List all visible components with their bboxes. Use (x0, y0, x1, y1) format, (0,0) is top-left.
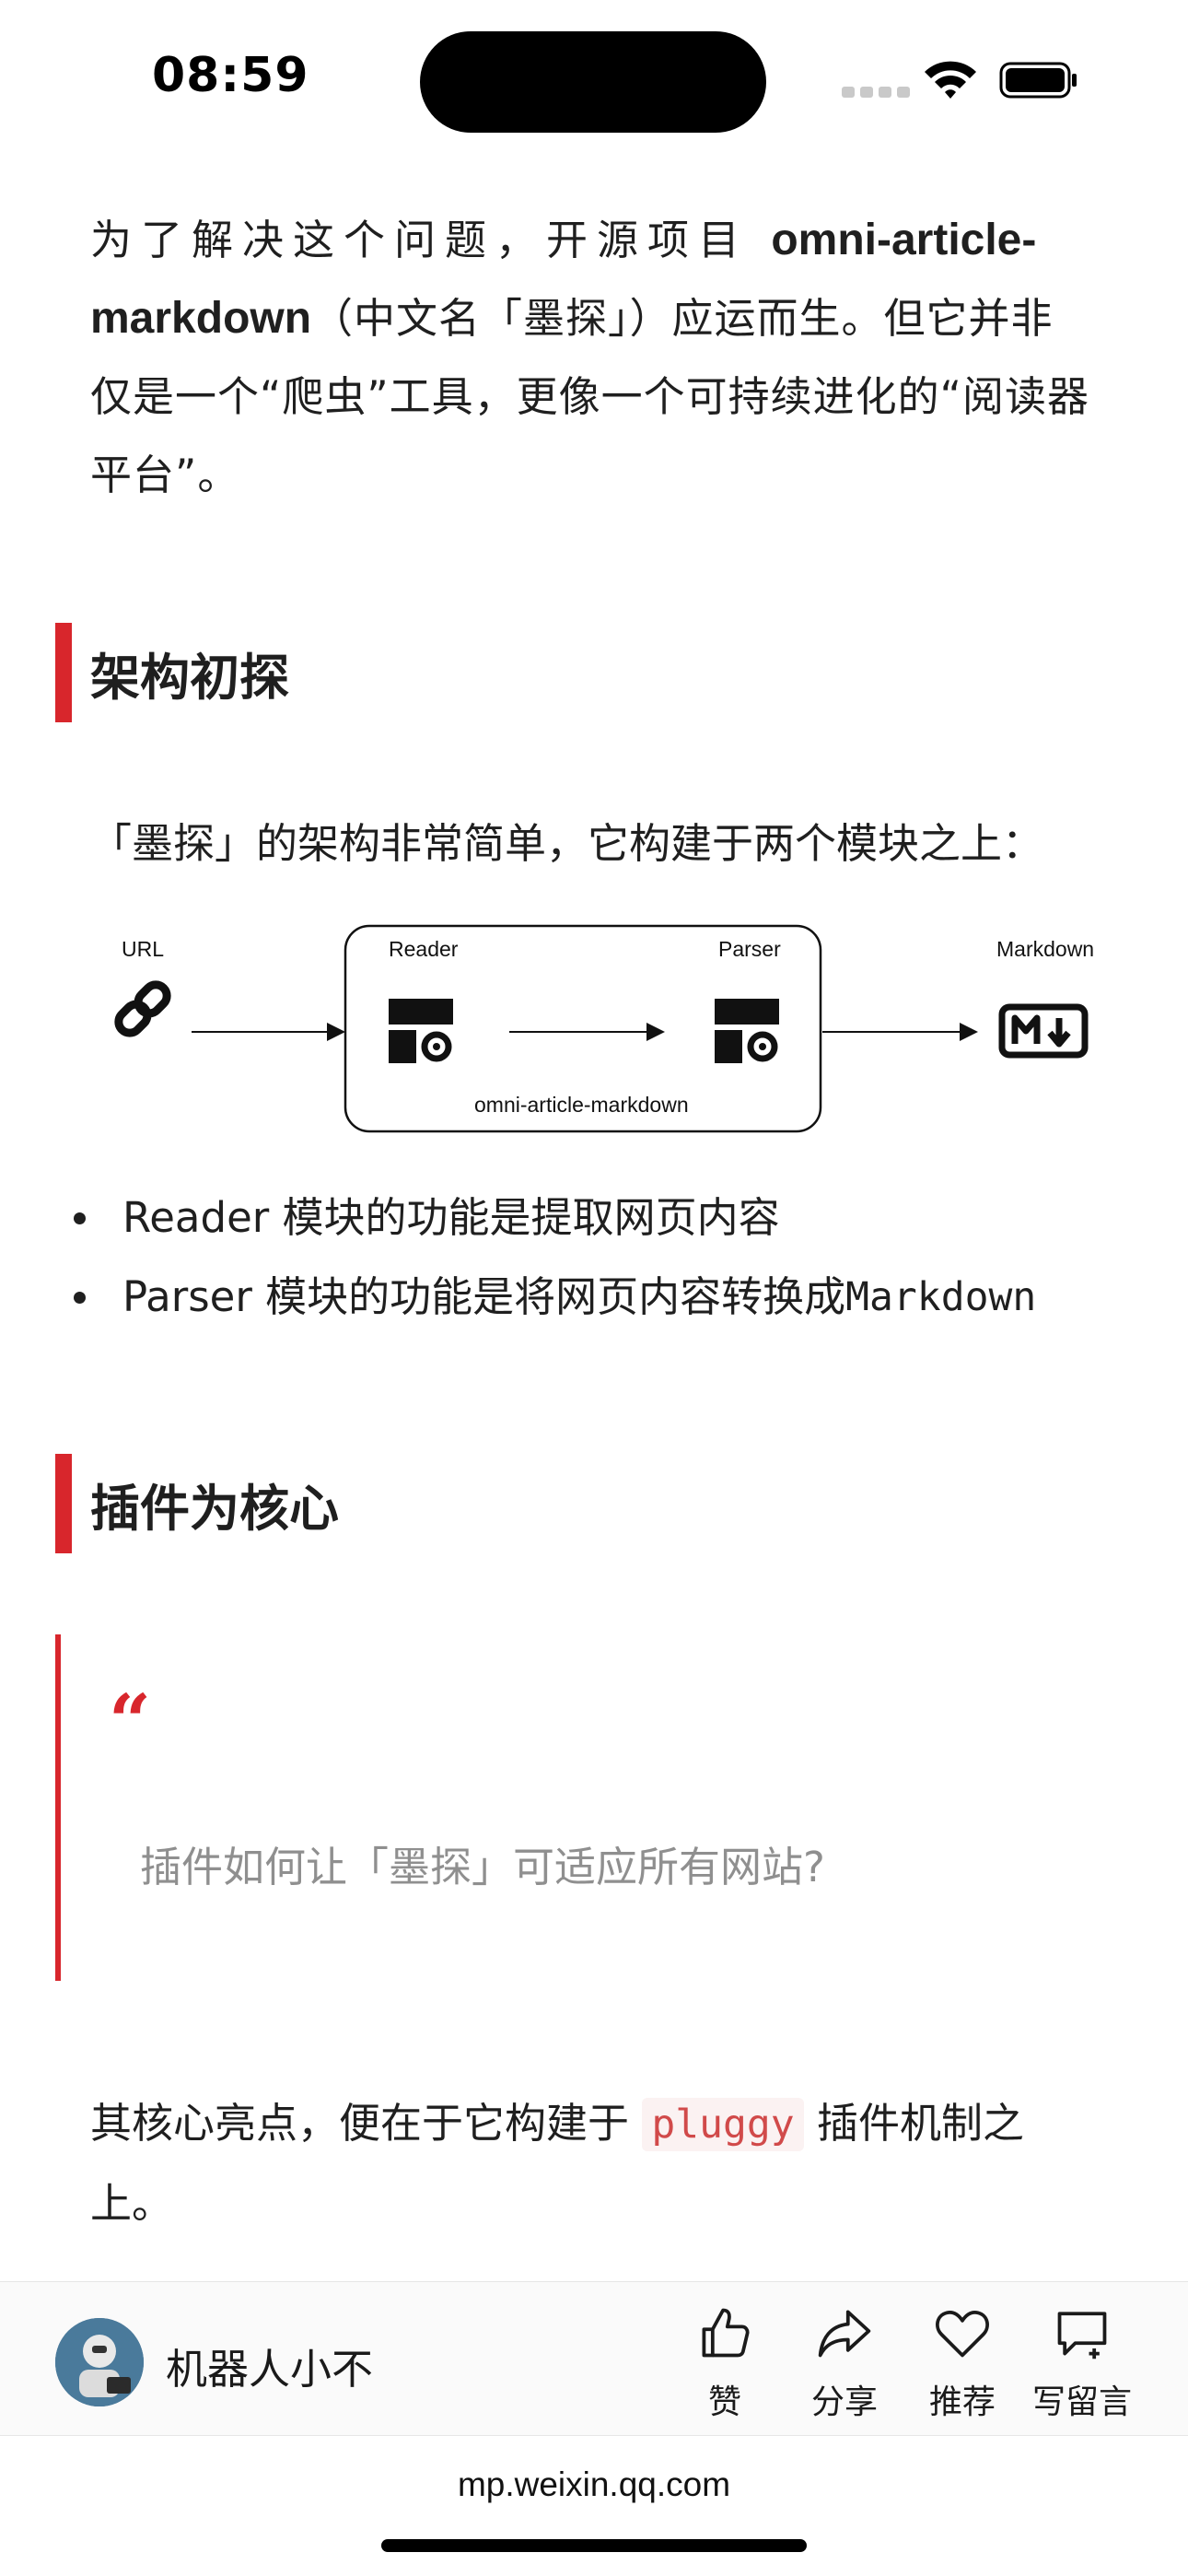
share-label: 分享 (810, 2383, 878, 2421)
core-paragraph: 其核心亮点，便在于它构建于 pluggy 插件机制之 上。 (90, 2084, 1098, 2242)
project-name: omni-article- (771, 216, 1037, 264)
bottom-toolbar (0, 2281, 1188, 2436)
inline-code-pluggy: pluggy (642, 2098, 804, 2151)
diagram-label-reader: Reader (389, 937, 459, 961)
browser-url[interactable]: mp.weixin.qq.com (457, 2465, 731, 2503)
blockquote-text: 插件如何让「墨探」可适应所有网站? (140, 1843, 825, 1891)
comment-button[interactable]: 写留言 (1022, 2303, 1142, 2423)
intro-paragraph: 为了解决这个问题，开源项目 omni-article- markdown（中文名… (90, 201, 1098, 514)
section-heading-architecture: 架构初探 (55, 623, 289, 722)
markdown-icon (998, 1003, 1089, 1059)
like-button[interactable]: 赞 (665, 2303, 785, 2423)
inline-code-markdown: Markdown (845, 1274, 1037, 1320)
diagram-label-url: URL (122, 937, 164, 961)
diagram-box-label: omni-article-markdown (474, 1093, 689, 1117)
module-box (344, 924, 822, 1133)
thumbs-up-icon (702, 2308, 750, 2358)
intro-text: （中文名「墨探」）应运而生。但它并非 (311, 294, 1054, 343)
core-text: 其核心亮点，便在于它构建于 (90, 2099, 643, 2148)
module-icon (389, 999, 453, 1063)
module-icon (715, 999, 779, 1063)
author-avatar[interactable] (55, 2318, 144, 2406)
core-text: 上。 (90, 2179, 174, 2228)
battery-icon (999, 62, 1077, 99)
status-time: 08:59 (152, 48, 309, 103)
bullet-dot (74, 1212, 86, 1224)
heart-icon (936, 2311, 989, 2358)
comment-label: 写留言 (1031, 2383, 1132, 2421)
heading-accent-bar (55, 623, 72, 722)
link-icon (114, 980, 171, 1037)
comment-icon (1057, 2312, 1107, 2359)
diagram-label-markdown: Markdown (996, 937, 1094, 961)
project-name-cont: markdown (90, 294, 312, 343)
wifi-icon (925, 61, 976, 99)
heading-text: 架构初探 (90, 648, 289, 707)
share-button[interactable]: 分享 (785, 2303, 904, 2423)
dynamic-island (420, 31, 766, 133)
share-icon (818, 2310, 871, 2358)
intro-text: 为了解决这个问题，开源项目 (90, 216, 772, 264)
list-item-text: Reader 模块的功能是提取网页内容 (122, 1193, 780, 1242)
recommend-button[interactable]: 推荐 (903, 2303, 1022, 2423)
list-item: Reader 模块的功能是提取网页内容 (74, 1181, 780, 1255)
quote-mark-icon: “ (109, 1678, 152, 1764)
intro-text: 平台”。 (90, 451, 240, 499)
cellular-signal-icon (842, 85, 915, 98)
architecture-diagram: URL Reader Parser Markdown omni-article-… (114, 924, 1094, 1133)
blockquote-bar (55, 1634, 61, 1981)
home-indicator[interactable] (381, 2539, 807, 2552)
intro-text: 仅是一个“爬虫”工具，更像一个可持续进化的“阅读器 (90, 372, 1089, 421)
heading-accent-bar (55, 1454, 72, 1553)
architecture-description: 「墨探」的架构非常简单，它构建于两个模块之上： (90, 819, 1044, 868)
diagram-label-parser: Parser (718, 937, 781, 961)
list-item-text: Parser 模块的功能是将网页内容转换成 (122, 1272, 846, 1321)
like-label: 赞 (707, 2383, 741, 2421)
recommend-label: 推荐 (928, 2383, 996, 2421)
author-name[interactable]: 机器人小不 (166, 2345, 374, 2394)
robot-avatar-icon (55, 2318, 144, 2406)
heading-text: 插件为核心 (90, 1479, 339, 1538)
section-heading-plugin: 插件为核心 (55, 1454, 339, 1553)
core-text: 插件机制之 (803, 2099, 1024, 2148)
bullet-dot (74, 1291, 86, 1304)
